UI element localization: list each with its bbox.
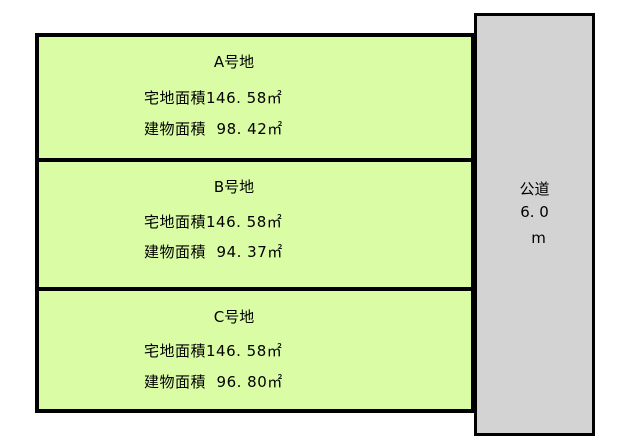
lot-a-building-area: 建物面積 98. 42㎡ [144,120,283,138]
road-unit: m [531,229,546,247]
lot-b-building-area: 建物面積 94. 37㎡ [144,243,283,261]
lot-c-title: C号地 [213,308,255,326]
road-label: 公道 [519,180,550,198]
lot-c: C号地 宅地面積146. 58㎡ 建物面積 96. 80㎡ [39,287,471,409]
lot-a-title: A号地 [213,53,255,71]
road-width: 6. 0 [520,203,549,221]
lot-b-land-area: 宅地面積146. 58㎡ [144,213,283,231]
lot-a: A号地 宅地面積146. 58㎡ 建物面積 98. 42㎡ [39,37,471,158]
lot-b-title: B号地 [213,178,255,196]
site-plan-lots: A号地 宅地面積146. 58㎡ 建物面積 98. 42㎡ B号地 宅地面積14… [35,33,475,413]
lot-c-building-area: 建物面積 96. 80㎡ [144,373,283,391]
public-road: 公道 6. 0 m [474,13,595,436]
lot-c-land-area: 宅地面積146. 58㎡ [144,342,283,360]
lot-a-land-area: 宅地面積146. 58㎡ [144,89,283,107]
lot-b: B号地 宅地面積146. 58㎡ 建物面積 94. 37㎡ [39,158,471,287]
